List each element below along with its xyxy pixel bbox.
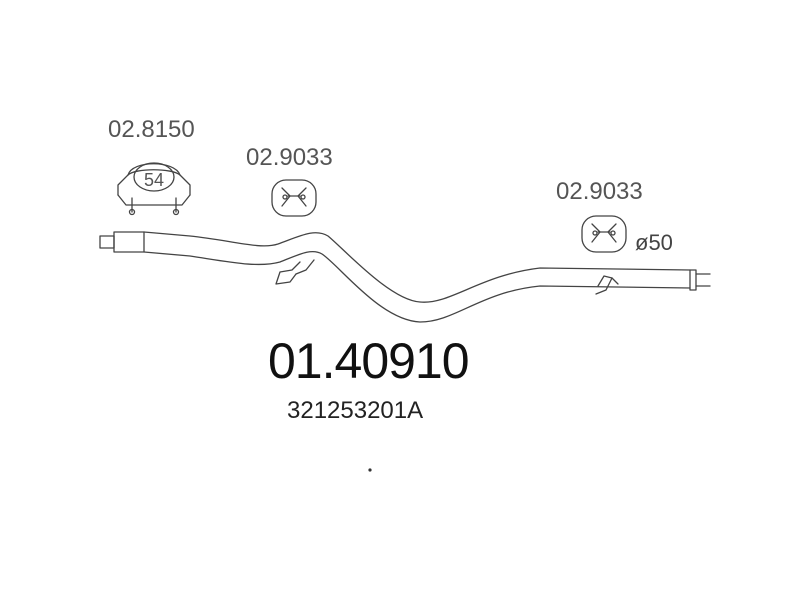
hanger-part-number-2: 02.9033 xyxy=(556,178,643,205)
main-part-number: 01.40910 xyxy=(268,333,470,389)
rubber-hanger-icon xyxy=(581,215,627,253)
pipe-diameter-label: ø50 xyxy=(635,230,673,255)
exhaust-pipe xyxy=(99,231,711,323)
clamp-size-label: 54 xyxy=(144,170,164,190)
pipe-clamp-icon: 54 xyxy=(117,162,191,216)
hanger-part-number-1: 02.9033 xyxy=(246,144,333,171)
clamp-part-number: 02.8150 xyxy=(108,116,195,143)
dot-mark xyxy=(368,468,372,472)
oem-part-number: 321253201A xyxy=(287,397,424,424)
rubber-hanger-icon xyxy=(271,179,317,217)
